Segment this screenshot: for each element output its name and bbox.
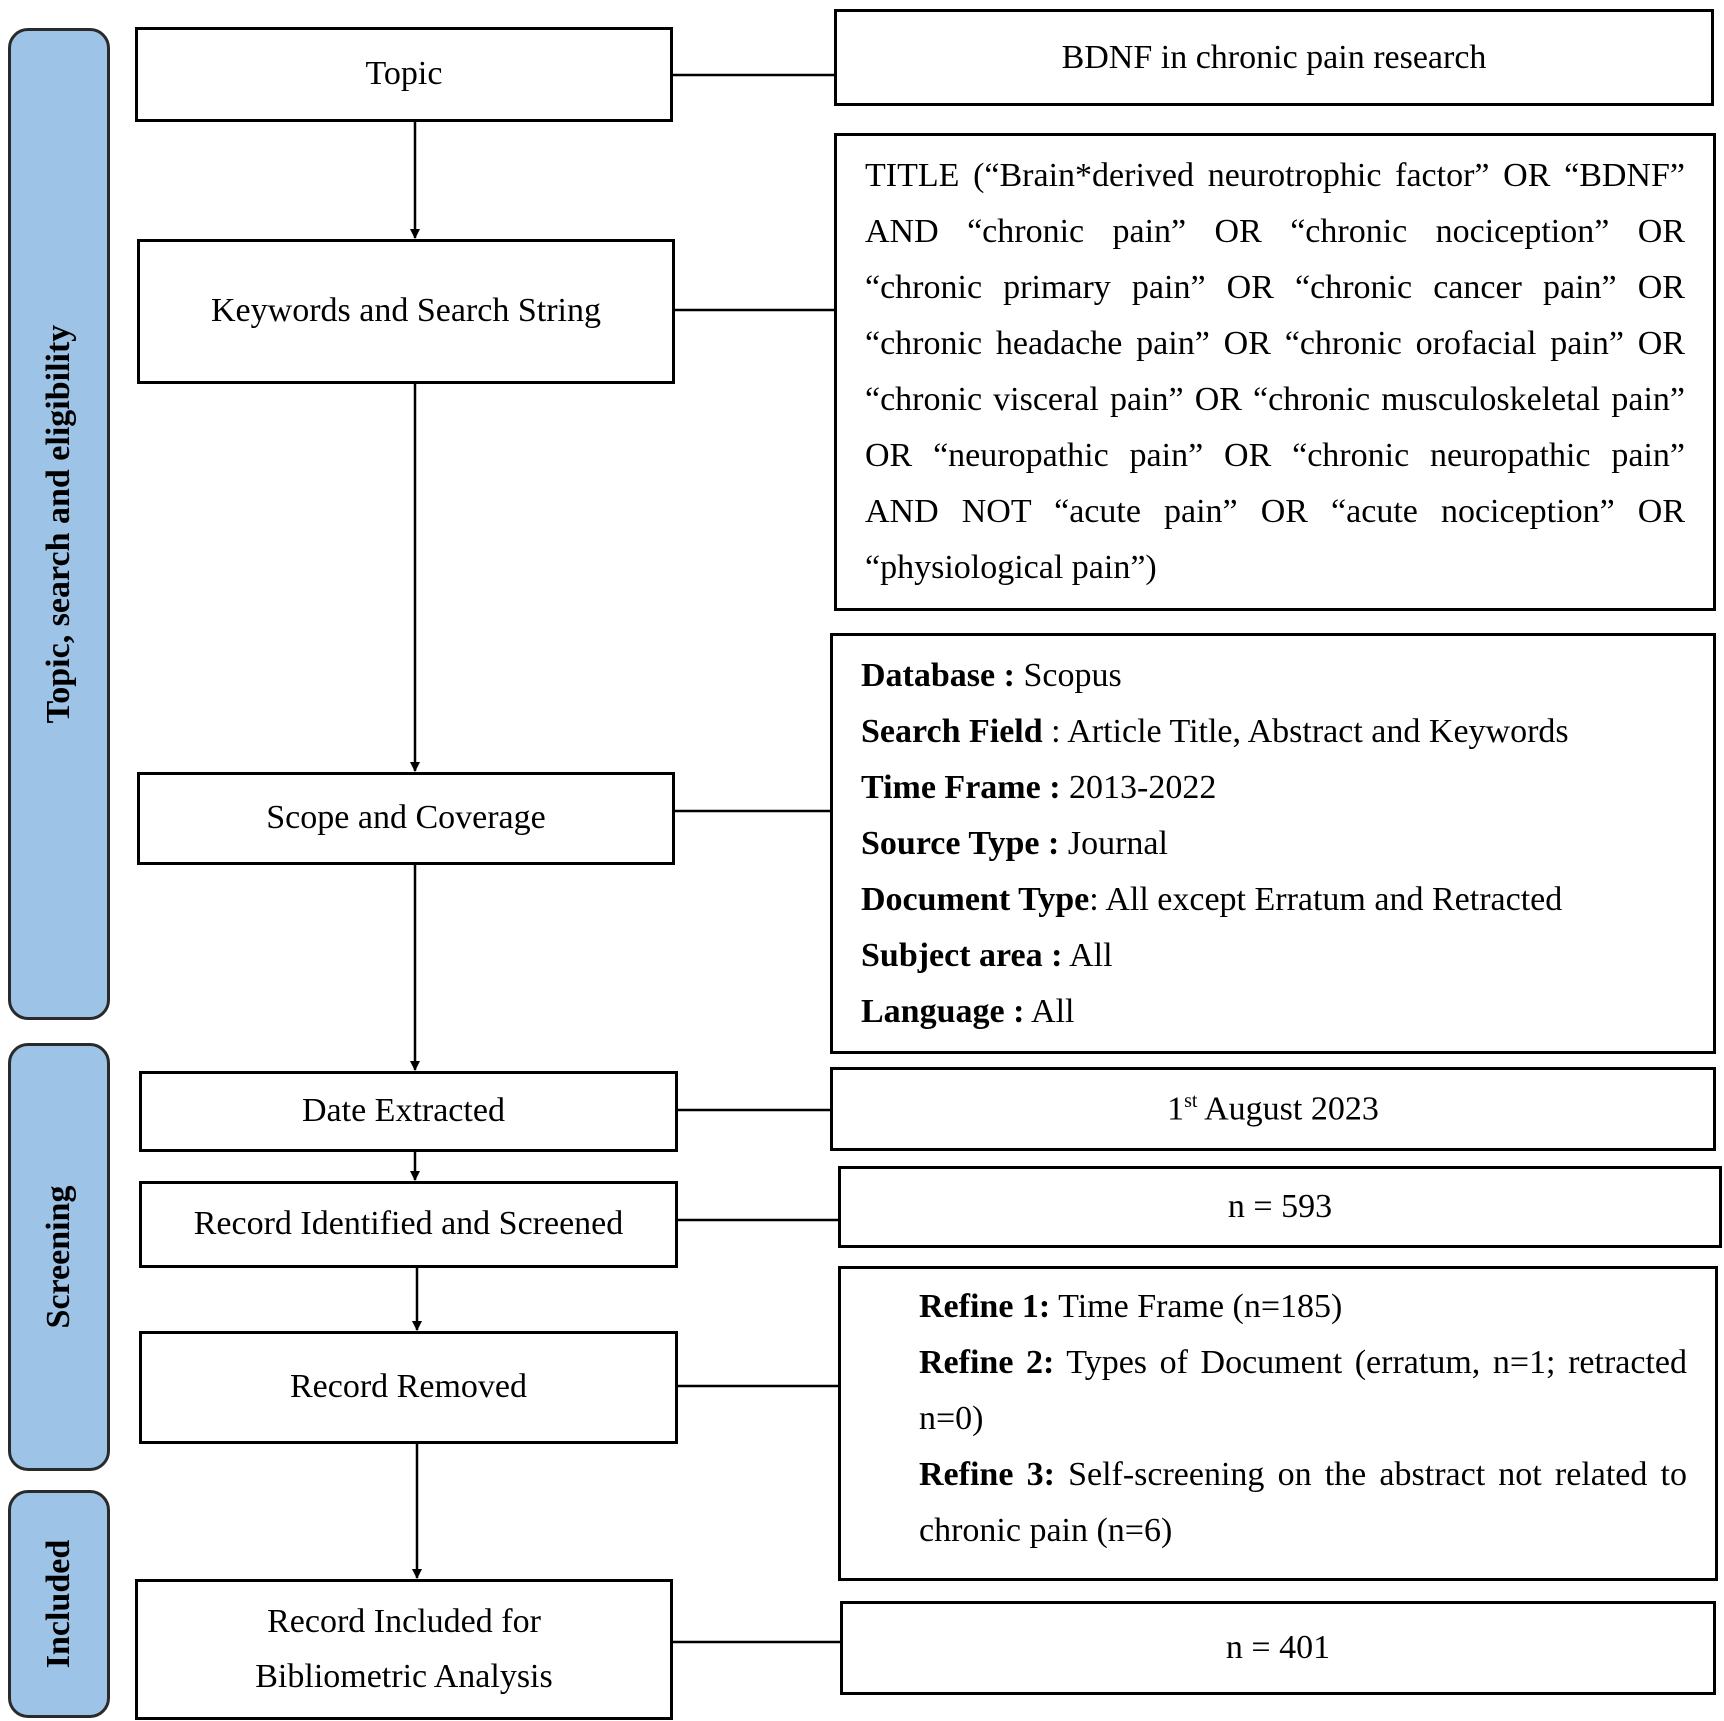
refine-2: Refine 2: Types of Document (erratum, n=… bbox=[919, 1344, 1687, 1437]
detail-topic: BDNF in chronic pain research bbox=[834, 9, 1714, 106]
refine-1: Refine 1: Time Frame (n=185) bbox=[919, 1288, 1343, 1325]
scope-row-database: Database : Scopus bbox=[861, 657, 1122, 694]
scope-row-search-field: Search Field : Article Title, Abstract a… bbox=[861, 713, 1569, 750]
step-scope-label: Scope and Coverage bbox=[266, 799, 546, 837]
phase-topic-search-eligibility: Topic, search and eligibility bbox=[8, 28, 110, 1020]
step-topic: Topic bbox=[135, 27, 673, 122]
phase-included: Included bbox=[8, 1490, 110, 1718]
step-keywords-label: Keywords and Search String bbox=[211, 292, 601, 330]
step-record-included-line1: Record Included for bbox=[267, 1603, 541, 1641]
detail-included-count: n = 401 bbox=[840, 1601, 1716, 1695]
detail-scope: Database : Scopus Search Field : Article… bbox=[830, 633, 1716, 1054]
search-string-text: TITLE (“Brain*derived neurotrophic facto… bbox=[865, 157, 1685, 586]
step-keywords: Keywords and Search String bbox=[137, 239, 675, 384]
detail-identified-count: n = 593 bbox=[838, 1166, 1722, 1248]
step-topic-label: Topic bbox=[365, 55, 443, 93]
step-record-identified-label: Record Identified and Screened bbox=[193, 1205, 624, 1243]
step-record-included-line2: Bibliometric Analysis bbox=[255, 1657, 553, 1695]
step-scope: Scope and Coverage bbox=[137, 772, 675, 865]
scope-row-subject-area: Subject area : All bbox=[861, 937, 1113, 974]
step-record-removed: Record Removed bbox=[139, 1331, 678, 1444]
step-date-extracted-label: Date Extracted bbox=[302, 1092, 505, 1130]
step-record-identified: Record Identified and Screened bbox=[139, 1181, 678, 1268]
step-record-removed-label: Record Removed bbox=[290, 1368, 527, 1406]
phase-screening: Screening bbox=[8, 1043, 110, 1471]
detail-refines: Refine 1: Time Frame (n=185) Refine 2: T… bbox=[838, 1266, 1718, 1581]
scope-row-source-type: Source Type : Journal bbox=[861, 825, 1168, 862]
step-record-included: Record Included for Bibliometric Analysi… bbox=[135, 1579, 673, 1720]
scope-row-document-type: Document Type: All except Erratum and Re… bbox=[861, 881, 1563, 918]
included-count-text: n = 401 bbox=[1225, 1629, 1331, 1666]
step-date-extracted: Date Extracted bbox=[139, 1071, 678, 1152]
date-extracted-text: 1st August 2023 bbox=[1167, 1089, 1379, 1128]
detail-topic-text: BDNF in chronic pain research bbox=[1061, 38, 1487, 76]
detail-date-extracted: 1st August 2023 bbox=[830, 1067, 1716, 1151]
scope-row-time-frame: Time Frame : 2013-2022 bbox=[861, 769, 1217, 806]
identified-count-text: n = 593 bbox=[1227, 1188, 1333, 1225]
detail-search-string: TITLE (“Brain*derived neurotrophic facto… bbox=[834, 133, 1716, 611]
scope-row-language: Language : All bbox=[861, 993, 1075, 1030]
refine-3: Refine 3: Self-screening on the abstract… bbox=[919, 1456, 1687, 1549]
